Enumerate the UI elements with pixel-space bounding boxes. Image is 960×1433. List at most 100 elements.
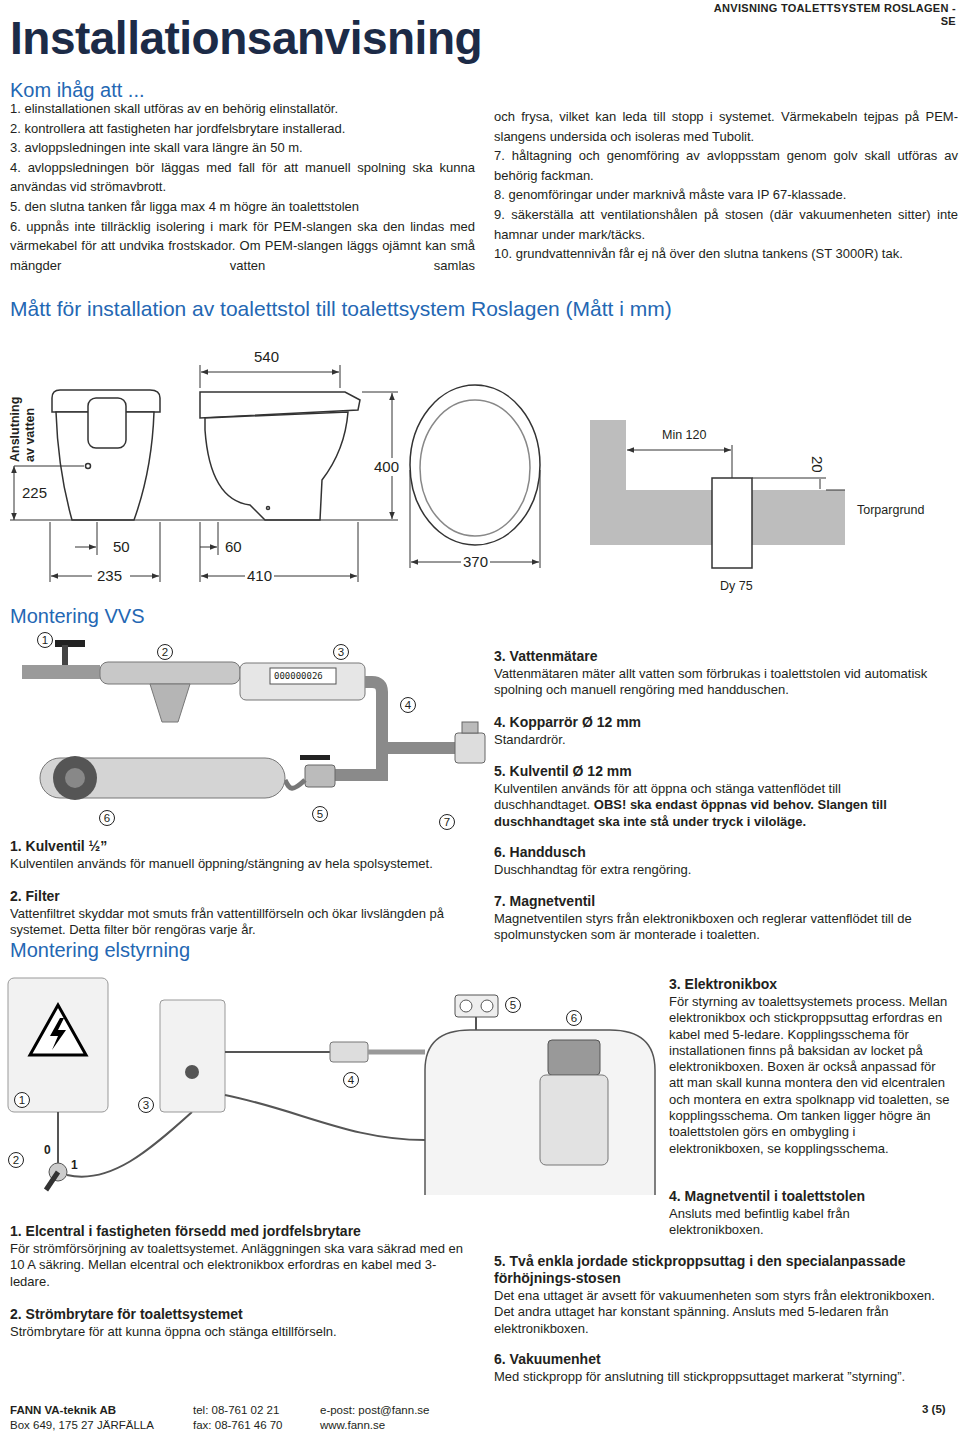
callout-number-block: 2 xyxy=(8,1152,24,1168)
item-heading-block: 6. Handdusch xyxy=(494,844,956,861)
item-text: Vattenmätaren mäter allt vatten som förb… xyxy=(494,666,956,699)
floor-section-part-part xyxy=(826,490,845,491)
electrical-assembly-part xyxy=(368,1050,425,1055)
dimension-label-block: Min 120 xyxy=(662,428,706,443)
dimension-lines-part xyxy=(160,522,161,582)
item-text: För styrning av toalettsystemets process… xyxy=(669,994,952,1157)
electrical-assembly xyxy=(8,978,655,1195)
dimension-lines-part xyxy=(392,393,393,519)
item-text: Duschhandtag för extra rengöring. xyxy=(494,862,956,878)
dimension-label-block: 400 xyxy=(372,458,401,476)
item-heading: 3. Vattenmätare xyxy=(494,648,956,665)
vvs-assembly-part xyxy=(462,722,478,733)
toilet-side-view-part xyxy=(205,412,348,520)
item-heading-block: 4. Magnetventil i toalettstolen xyxy=(669,1188,954,1205)
callout-number-block: 1 xyxy=(37,632,53,648)
toilet-top-view xyxy=(410,385,540,545)
dimension-label: 235 xyxy=(97,567,122,585)
dimension-lines-part xyxy=(130,576,159,577)
electrical-assembly-part xyxy=(225,1095,425,1140)
item-heading: 6. Handdusch xyxy=(494,844,956,861)
item-heading-block: 1. Elcentral i fastigheten försedd med j… xyxy=(10,1223,480,1240)
item-text: Ansluts med befintlig kabel från elektro… xyxy=(669,1206,947,1239)
item-heading: 5. Två enkla jordade stickproppsuttag i … xyxy=(494,1253,939,1287)
dimension-lines-part xyxy=(170,520,398,521)
toilet-front-view-part xyxy=(88,398,126,448)
item-heading: 2. Filter xyxy=(10,888,480,905)
vvs-assembly-part xyxy=(22,665,100,679)
dimension-lines-part xyxy=(218,522,219,555)
dimension-lines-part xyxy=(200,365,201,388)
page-number-block: 3 (5) xyxy=(922,1402,946,1416)
checklist-text: 1. elinstallationen skall utföras av en … xyxy=(10,99,475,119)
footer-text: tel: 08-761 02 21 xyxy=(193,1403,279,1417)
section-heading-block: Montering elstyrning xyxy=(10,938,190,962)
switch-position-block: 0 xyxy=(44,1143,51,1157)
callout-number: 7 xyxy=(440,815,454,829)
item-text-block: Strömbrytare för att kunna öppna och stä… xyxy=(10,1324,470,1340)
checklist-text: 4. avloppsledningen bör läggas med fall … xyxy=(10,158,475,197)
callout-number-block: 7 xyxy=(439,814,455,830)
meter-display-block: 000000026 xyxy=(274,671,334,682)
electrical-assembly-part xyxy=(225,1051,330,1053)
item-text: Vattenfiltret skyddar mot smuts från vat… xyxy=(10,906,480,939)
callout-number-block: 6 xyxy=(566,1010,582,1026)
vvs-assembly-part xyxy=(300,755,330,760)
dimension-lines-part xyxy=(14,466,84,467)
callout-number-block: 5 xyxy=(505,997,521,1013)
callout-number: 4 xyxy=(344,1073,358,1087)
vvs-assembly-part xyxy=(270,668,336,684)
dimension-lines-part xyxy=(200,547,217,548)
switch-position-block: 1 xyxy=(71,1158,78,1172)
page-header: ANVISNING TOALETTSYSTEM ROSLAGEN -SE xyxy=(700,2,956,28)
item-heading: 1. Kulventil ½” xyxy=(10,838,480,855)
floor-section-part xyxy=(627,445,845,490)
dimension-label: 20 xyxy=(808,456,826,474)
electrical-assembly-part xyxy=(8,978,108,1112)
dimension-label: 225 xyxy=(22,484,47,502)
checklist-text: 9. säkerställa att ventilationshålen på … xyxy=(494,205,958,244)
dimension-label: Min 120 xyxy=(662,428,706,443)
dimension-label-block: Anslutning av vatten xyxy=(8,382,38,462)
item-text: Med stickpropp för anslutning till stick… xyxy=(494,1369,956,1385)
floor-section-part-part xyxy=(752,478,826,479)
callout-number: 6 xyxy=(100,811,114,825)
checklist-text: 7. håltagning och genomföring av avlopps… xyxy=(494,146,958,185)
vvs-assembly-part xyxy=(240,663,365,700)
dimension-label-block: Dy 75 xyxy=(720,579,753,594)
callout-number: 1 xyxy=(38,633,52,647)
item-heading-block: 3. Elektronikbox xyxy=(669,976,954,993)
item-text-block: Kulventilen används för att öppna och st… xyxy=(494,781,894,830)
item-heading-block: 5. Kulventil Ø 12 mm xyxy=(494,763,956,780)
item-heading: 2. Strömbrytare för toalettsystemet xyxy=(10,1306,480,1323)
electrical-assembly-part xyxy=(540,1075,608,1165)
callout-number-block: 3 xyxy=(333,644,349,660)
item-text-block: Med stickpropp för anslutning till stick… xyxy=(494,1369,956,1385)
checklist-text: 6. uppnås inte tillräcklig isolering i m… xyxy=(10,217,475,276)
toilet-front-view xyxy=(52,390,160,520)
callout-number: 2 xyxy=(9,1153,23,1167)
dimension-label-block: 20 xyxy=(808,456,826,474)
electrical-assembly-part xyxy=(30,1005,86,1055)
footer-text: www.fann.se xyxy=(320,1418,385,1432)
vvs-assembly-part xyxy=(53,756,97,800)
footer-text-block: www.fann.se xyxy=(320,1418,385,1432)
item-text-block: Vattenfiltret skyddar mot smuts från vat… xyxy=(10,906,480,939)
vvs-assembly-part xyxy=(285,780,305,788)
dimension-lines-part xyxy=(50,522,51,582)
electrical-assembly-part xyxy=(455,995,498,1017)
item-text: Det ena uttaget är avsett för vakuumenhe… xyxy=(494,1288,956,1337)
footer-text-block: e-post: post@fann.se xyxy=(320,1403,430,1417)
vvs-assembly xyxy=(22,640,485,800)
section-heading: Mått för installation av toalettstol til… xyxy=(10,297,672,321)
page-title-block: Installationsanvisning xyxy=(10,12,482,64)
dimension-label-block: Torpargrund xyxy=(857,503,924,518)
floor-section-part-part xyxy=(627,450,731,451)
dimension-label: 540 xyxy=(254,348,279,366)
item-heading: 4. Magnetventil i toalettstolen xyxy=(669,1188,954,1205)
switch-position: 0 xyxy=(44,1143,51,1157)
checklist-text: 8. genomföringar under marknivå måste va… xyxy=(494,185,958,205)
dimension-label-block: 225 xyxy=(22,484,47,502)
section-heading-block: Montering VVS xyxy=(10,604,145,628)
